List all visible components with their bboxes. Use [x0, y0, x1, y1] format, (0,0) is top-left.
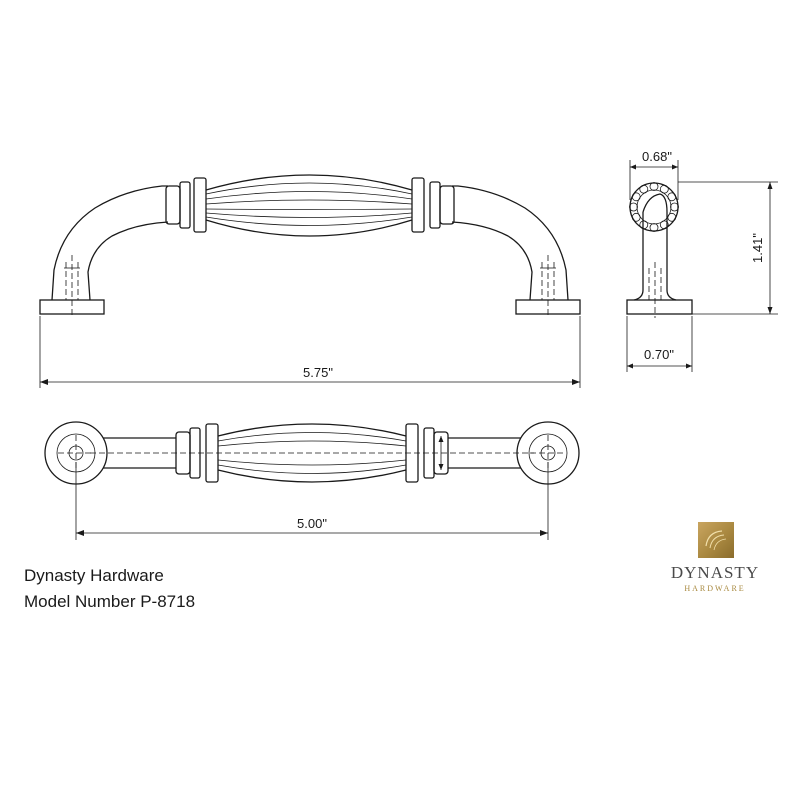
- top-fluted-barrel: [90, 423, 534, 483]
- rosette-petal: [631, 212, 641, 222]
- rosette-petal: [667, 192, 677, 202]
- side-base-plate: [626, 299, 693, 315]
- right-collar: [411, 177, 455, 233]
- rosette-head: [629, 182, 679, 232]
- rosette-petal: [667, 212, 677, 222]
- rosette-petal: [649, 223, 659, 232]
- top-width-label: 0.68": [642, 149, 672, 164]
- left-leg-outer: [51, 185, 168, 301]
- collar-width-marker: [438, 436, 444, 470]
- rosette-petal: [670, 202, 679, 212]
- logo-subtitle: HARDWARE: [684, 584, 746, 593]
- left-leg-inner: [87, 221, 169, 301]
- overall-length-label: 5.75": [303, 365, 333, 380]
- projection-dimension: [678, 181, 778, 315]
- base-width-dimension: [626, 316, 693, 372]
- rosette-petal: [639, 220, 649, 230]
- overall-length-dimension: [39, 316, 581, 388]
- top-view: 5.00": [44, 421, 580, 540]
- projection-label: 1.41": [750, 233, 765, 263]
- top-width-dimension: [629, 160, 679, 200]
- front-view: 5.75": [39, 174, 581, 388]
- logo-name: DYNASTY: [670, 563, 760, 582]
- left-collar: [165, 177, 207, 233]
- left-screw-hole: [64, 255, 80, 318]
- fluted-barrel: [205, 174, 413, 237]
- rosette-petal: [659, 220, 669, 230]
- rosette-petal: [649, 182, 659, 191]
- rosette-petal: [629, 202, 638, 212]
- logo-emblem-icon: [698, 522, 734, 558]
- stem-top: [642, 193, 668, 213]
- brand-caption: Dynasty Hardware: [24, 566, 164, 585]
- dynasty-logo: DYNASTY HARDWARE: [660, 522, 770, 602]
- center-to-center-dimension: [75, 462, 549, 540]
- right-leg-inner: [451, 221, 533, 301]
- base-width-label: 0.70": [644, 347, 674, 362]
- side-view: 0.68" 1.41" 0.70": [626, 149, 778, 372]
- rosette-petal: [659, 184, 669, 194]
- rosette-petal: [639, 184, 649, 194]
- center-to-center-label: 5.00": [297, 516, 327, 531]
- model-number-caption: Model Number P-8718: [24, 592, 196, 611]
- rosette-petal: [631, 192, 641, 202]
- right-screw-hole: [540, 255, 556, 318]
- right-leg-outer: [452, 185, 569, 301]
